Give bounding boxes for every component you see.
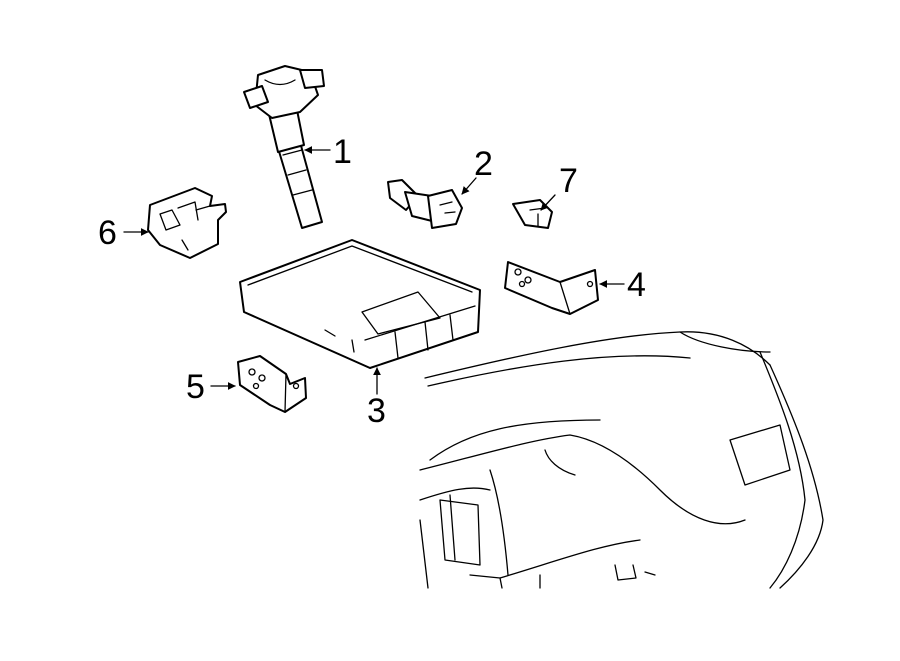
bracket-cover-part: [147, 187, 227, 259]
dashboard-outline: [419, 331, 824, 589]
ecu-module-part: [239, 239, 481, 369]
ignition-coil-part: [243, 65, 325, 229]
callout-6-label: 6: [98, 214, 117, 252]
callout-6: 6: [98, 214, 149, 252]
callout-2: 2: [461, 145, 493, 195]
callout-5-label: 5: [186, 368, 205, 406]
callout-4: 4: [599, 266, 646, 304]
callout-7: 7: [540, 162, 578, 211]
callout-3: 3: [367, 367, 386, 430]
callout-7-label: 7: [559, 162, 578, 200]
callout-2-label: 2: [474, 145, 493, 183]
callout-5: 5: [186, 368, 236, 406]
sensor-part: [387, 179, 463, 229]
callout-4-label: 4: [627, 266, 646, 304]
callout-1: 1: [304, 133, 352, 171]
callout-3-label: 3: [367, 392, 386, 430]
mounting-bracket-left-part: [237, 355, 307, 413]
callout-1-label: 1: [333, 133, 352, 171]
mounting-bracket-right-part: [504, 261, 599, 315]
